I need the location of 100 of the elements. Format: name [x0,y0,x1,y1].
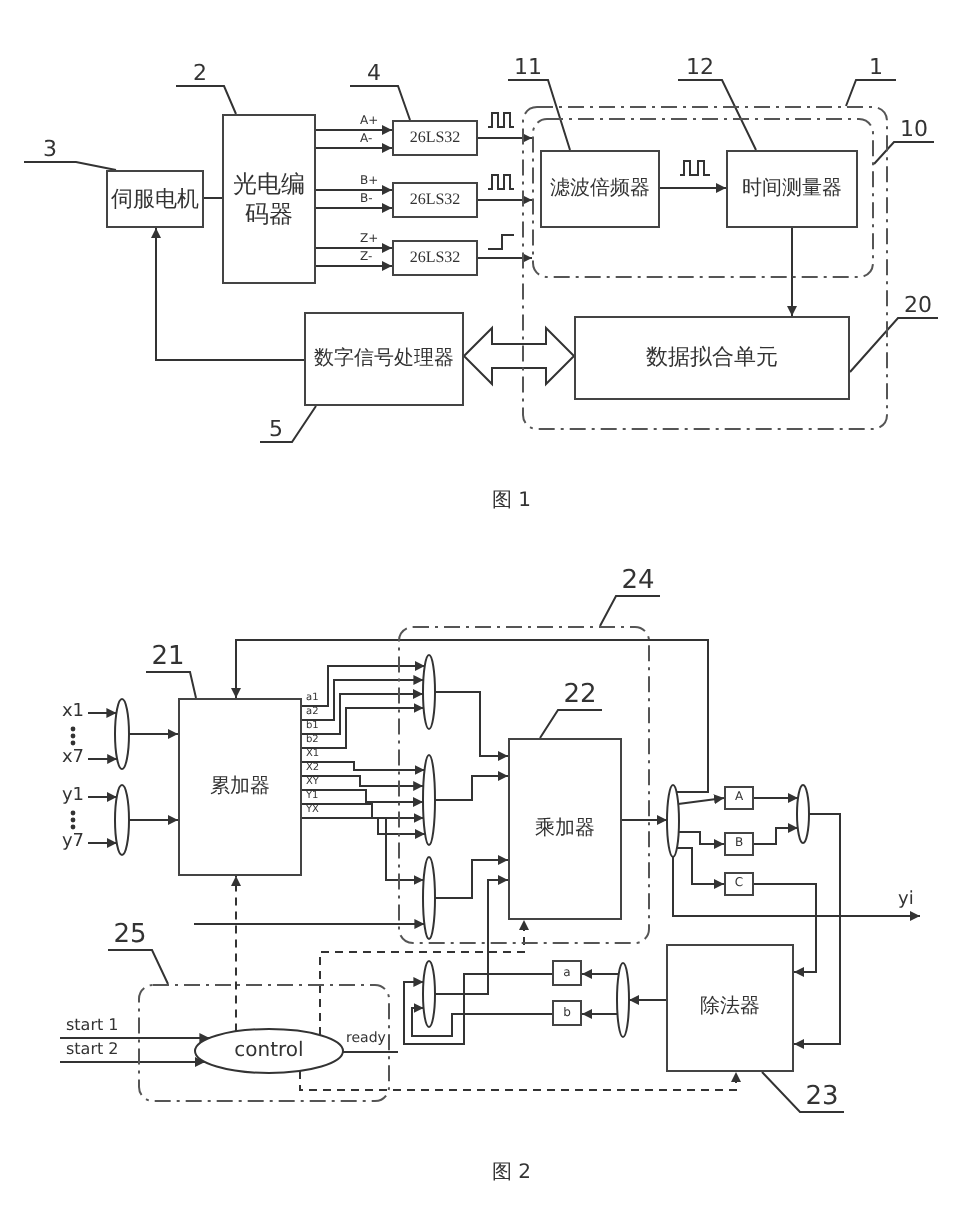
input-label: x1 [58,702,88,724]
arrow [301,817,425,885]
dashed-region [398,626,650,944]
figure-caption: 图 1 [492,492,532,512]
callout-number: 1 [856,54,896,80]
merge-ellipse [666,784,680,858]
arrow [87,754,119,764]
callout-number: 24 [616,566,660,596]
input-label: y7 [58,832,88,854]
edge-label: start 1 [66,1018,119,1034]
arrow [581,969,620,979]
arrow [87,838,118,848]
arrow [87,708,118,718]
arrow [434,875,509,995]
arrow [315,143,393,153]
callout-number: 23 [800,1082,844,1112]
arrow [753,883,817,977]
arrow [301,703,425,749]
process-box: 数据拟合单元 [574,316,850,400]
arrow [411,1003,553,1037]
arrow [434,691,509,761]
arrow [477,195,533,205]
arrow [677,794,725,805]
callout-number: 21 [146,640,190,672]
dashed-arrow [231,875,241,1033]
arrow [315,243,393,253]
merge-ellipse [616,962,630,1038]
callout-number: 4 [350,60,398,86]
merge-ellipse [422,960,436,1028]
merge-ellipse [114,784,130,856]
figure-caption: 图 2 [492,1164,532,1184]
process-box: 时间测量器 [726,150,858,228]
arrow [753,823,799,845]
callout-number: 11 [508,54,548,80]
callout-number: 10 [894,116,934,142]
input-label: y1 [58,786,88,808]
arrow [301,661,426,707]
leader-line [107,949,169,985]
leader-line [677,79,757,151]
callout-number: 5 [260,416,292,442]
leader-line [849,317,939,373]
arrow [793,813,841,1049]
callout-number: 3 [24,136,76,162]
leader-line [539,709,603,739]
process-box: 除法器 [666,944,794,1072]
dashed-arrow [319,919,529,1036]
arrow [403,973,553,1045]
callout-number: 25 [108,920,152,950]
dashed-arrow [299,1070,741,1091]
arrow [193,919,426,929]
leader-line [845,79,897,107]
arrow [677,831,725,849]
callout-number: 20 [898,292,938,318]
arrow [128,815,179,825]
arrow [434,855,509,899]
arrow [231,639,709,793]
edge-label: yi [898,892,914,910]
arrow [581,1009,619,1019]
arrow [301,775,425,791]
merge-ellipse [796,784,810,844]
leader-line [175,85,237,115]
arrow [301,675,425,721]
process-box: 乘加器 [508,738,622,920]
callout-number: 22 [558,680,602,710]
leader-line [761,1071,845,1113]
arrow [301,689,424,735]
connector-line [342,1051,399,1053]
arrow [315,185,393,195]
arrow [315,203,393,213]
process-box: 数字信号处理器 [304,312,464,406]
arrow [301,803,425,823]
leader-line [507,79,571,151]
control-ellipse: control [194,1028,344,1074]
arrow [128,729,179,739]
arrow [301,789,424,807]
arrow [151,227,305,361]
arrow [676,847,725,889]
arrow [672,856,921,921]
chip-box: 26LS32 [392,120,478,156]
merge-ellipse [422,654,436,730]
arrow [315,125,393,135]
merge-ellipse [422,856,436,940]
merge-ellipse [114,698,130,770]
input-label: x7 [58,748,88,770]
leader-line [349,85,411,121]
arrow [753,793,799,803]
arrow [787,227,797,317]
arrow [59,1057,206,1067]
process-box: 伺服电机 [106,170,204,228]
connector-line [203,197,223,199]
dashed-region [522,106,888,430]
arrow [434,771,509,801]
arrow [301,761,426,775]
leader-line [599,595,661,627]
merge-ellipse [422,754,436,846]
edge-label: start 2 [66,1042,119,1058]
arrow [477,133,533,143]
leader-line [23,161,117,171]
leader-line [259,405,317,443]
chip-box: 26LS32 [392,182,478,218]
